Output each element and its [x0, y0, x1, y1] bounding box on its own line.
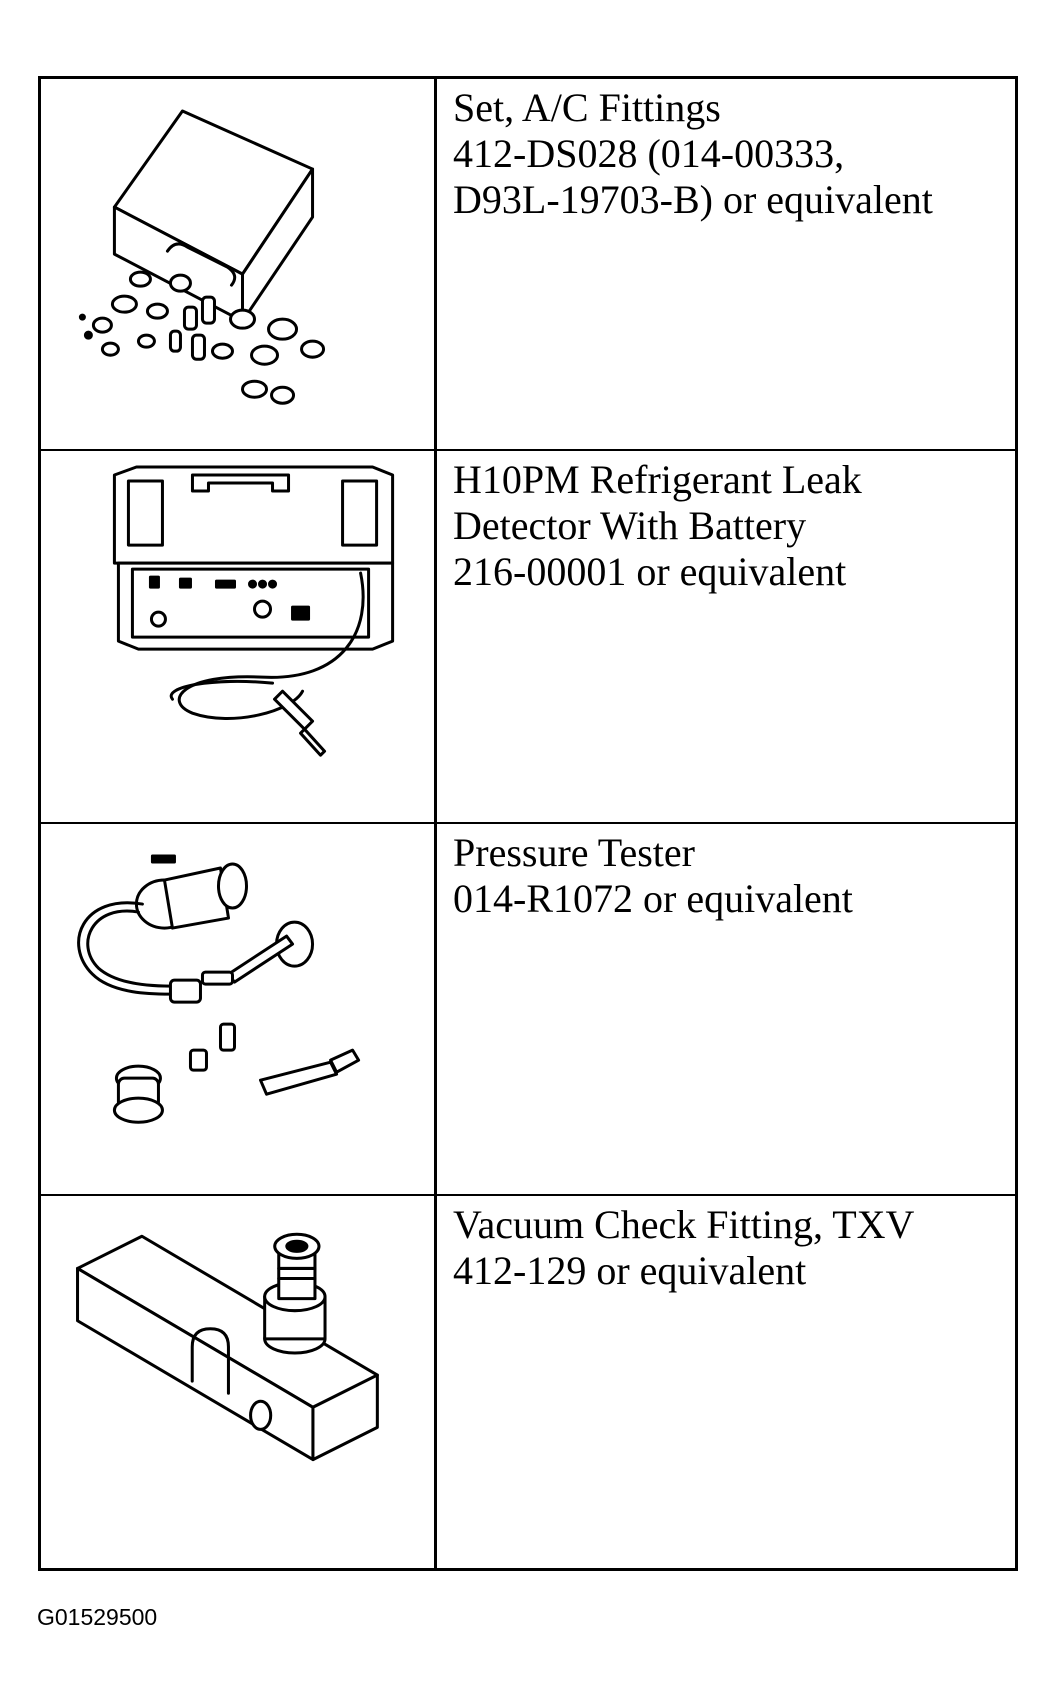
tool-part-number: 412-129 or equivalent: [453, 1247, 807, 1293]
tool-name: H10PM Refrigerant Leak: [453, 457, 862, 503]
tool-description-cell: Set, A/C Fittings 412-DS028 (014-00333, …: [437, 79, 1015, 452]
tool-image-cell: [41, 1195, 437, 1568]
tool-part-number: 014-R1072 or equivalent: [453, 875, 853, 921]
tool-name: Vacuum Check Fitting, TXV: [453, 1201, 915, 1247]
vacuum-check-fitting-illustration: [76, 1232, 379, 1461]
tool-image-cell: [41, 823, 437, 1196]
ac-fittings-case-illustration: [78, 109, 326, 405]
tool-description-cell: H10PM Refrigerant Leak Detector With Bat…: [437, 451, 1015, 824]
tool-image-cell: [41, 451, 437, 824]
tool-name: Set, A/C Fittings: [453, 85, 721, 130]
leak-detector-illustration: [112, 465, 395, 757]
tool-part-number: 412-DS028 (014-00333,: [453, 131, 845, 176]
tool-description-cell: Vacuum Check Fitting, TXV 412-129 or equ…: [437, 1196, 1015, 1568]
tool-name: Pressure Tester: [453, 829, 695, 875]
tool-image-cell: [41, 79, 437, 452]
tool-description-cell: Pressure Tester 014-R1072 or equivalent: [437, 824, 1015, 1196]
special-tools-table: Set, A/C Fittings 412-DS028 (014-00333, …: [38, 76, 1018, 1571]
tool-part-number: 216-00001 or equivalent: [453, 549, 847, 595]
tool-name: Detector With Battery: [453, 503, 807, 549]
pressure-tester-illustration: [77, 854, 361, 1124]
figure-id: G01529500: [37, 1604, 158, 1630]
tool-part-number: D93L-19703-B) or equivalent: [453, 177, 933, 222]
